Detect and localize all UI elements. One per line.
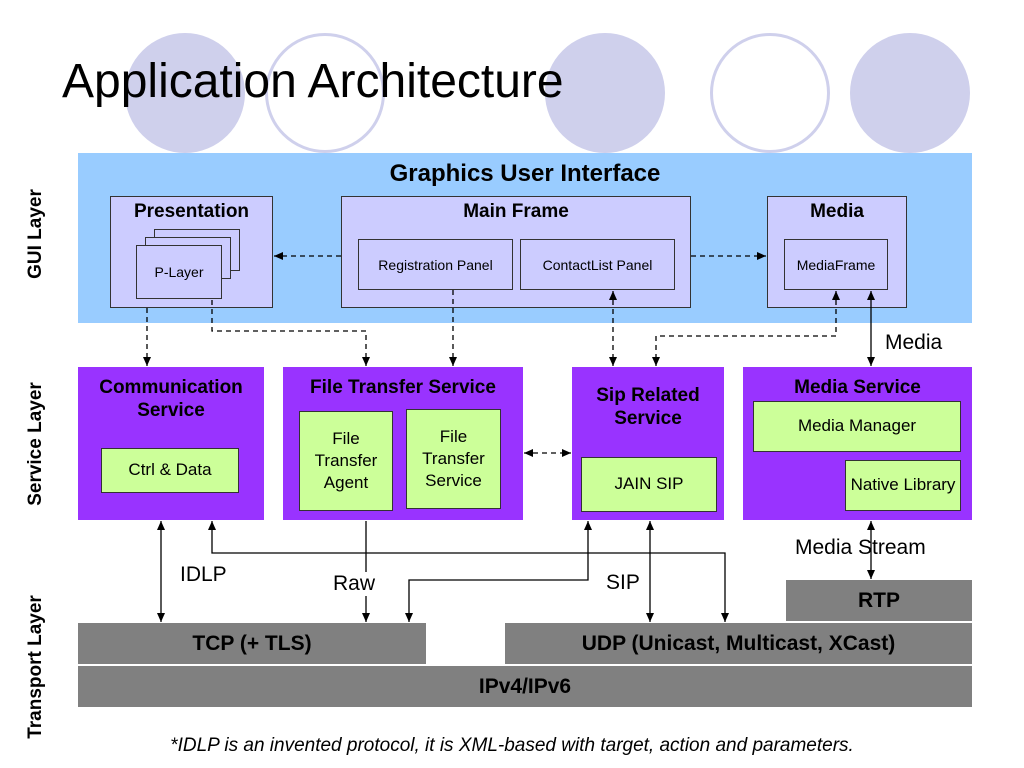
communication-to-udp-connector [208, 521, 729, 622]
p-layer-box: P-Layer [136, 245, 222, 299]
media-service-title: Media Service [794, 377, 921, 398]
media-label: Media [885, 331, 943, 354]
decor-circle [125, 33, 245, 153]
decor-circle [265, 33, 385, 153]
tcp-bar: TCP (+ TLS) [78, 623, 426, 664]
udp-bar: UDP (Unicast, Multicast, XCast) [505, 623, 972, 664]
raw-label: Raw [332, 572, 377, 596]
sip-related-service-title: Sip Related Service [596, 385, 700, 429]
decor-circle [545, 33, 665, 153]
sip-label: SIP [605, 571, 641, 595]
ctrl-data-box: Ctrl & Data [101, 448, 239, 493]
decor-circle [710, 33, 830, 153]
communication-service-title: Communication Service [99, 377, 243, 421]
main-frame-title: Main Frame [463, 201, 569, 222]
jain-sip-box: JAIN SIP [581, 457, 717, 512]
communication-service: Communication Service [78, 367, 264, 520]
media-panel-title: Media [810, 201, 864, 222]
decor-circle [850, 33, 970, 153]
ip-bar: IPv4/IPv6 [78, 666, 972, 707]
registration-panel-box: Registration Panel [358, 239, 513, 290]
footnote: *IDLP is an invented protocol, it is XML… [170, 735, 854, 756]
file-transfer-service-box: File Transfer Service [406, 409, 501, 509]
sip-to-tcp-connector [405, 521, 592, 622]
native-library-box: Native Library [845, 460, 961, 511]
mediaframe-to-sip-connector [652, 291, 840, 366]
media-manager-box: Media Manager [753, 401, 961, 452]
rtp-bar: RTP [786, 580, 972, 621]
mediaframe-box: MediaFrame [784, 239, 888, 290]
idlp-label: IDLP [180, 563, 227, 586]
gui-title: Graphics User Interface [389, 160, 661, 187]
media-stream-label: Media Stream [795, 536, 926, 559]
file-transfer-agent-box: File Transfer Agent [299, 411, 393, 511]
contactlist-panel-box: ContactList Panel [520, 239, 675, 290]
player-to-file-transfer-connector [211, 300, 370, 366]
file-transfer-service-title: File Transfer Service [310, 377, 496, 398]
presentation-title: Presentation [133, 201, 250, 222]
page-title: Application Architecture [62, 55, 564, 108]
